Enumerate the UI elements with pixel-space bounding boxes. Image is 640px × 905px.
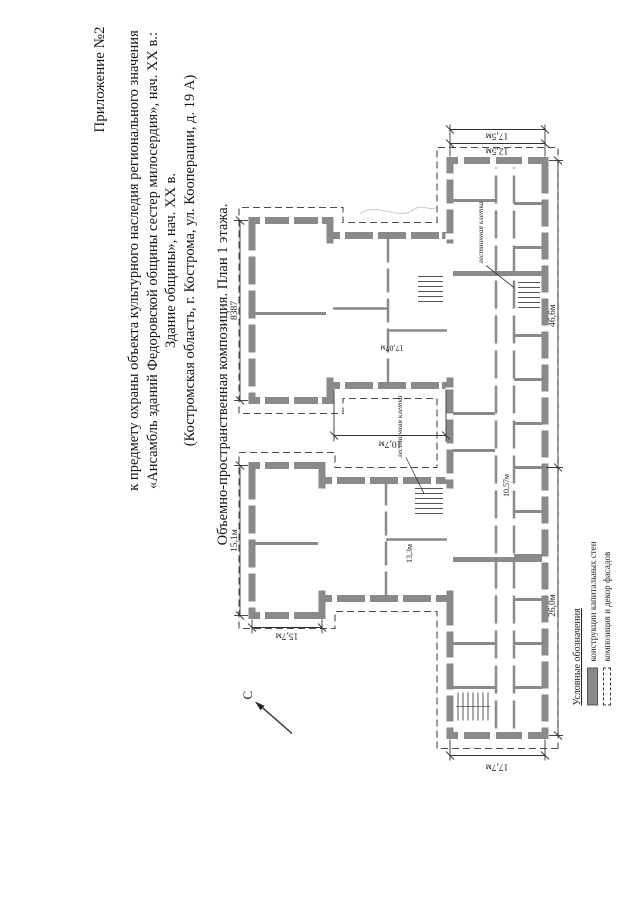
annotation-note: лестничная клетка — [476, 201, 515, 288]
annotation-note: лестничная клетка — [395, 395, 425, 494]
dimension-label-corridor: 10,57м — [502, 473, 511, 496]
north-arrow: С — [240, 690, 293, 734]
dimension-label-right-outer: 17,5м — [486, 130, 509, 140]
dimension-label-left-stem: 13,3м — [405, 543, 414, 562]
stair-symbol — [415, 487, 443, 514]
stair-symbol — [418, 275, 443, 302]
interior-partitions — [255, 167, 542, 728]
wall-junction-openings — [315, 243, 457, 590]
dimension-label-bottom-left: 26,0м — [548, 594, 558, 617]
dimension-label-between-wings: 10,7м — [379, 438, 402, 448]
svg-text:лестничная клетка: лестничная клетка — [395, 395, 404, 458]
leader-line — [485, 264, 515, 288]
legend-item-label: конструкции капитальных стен — [587, 540, 598, 661]
north-label: С — [240, 690, 255, 699]
dimension-label-right-wing-inner: 17,07м — [380, 343, 403, 352]
stair-symbol — [518, 281, 540, 308]
legend-item: конструкции капитальных стен — [587, 505, 598, 705]
dimension-label-bottom-right: 46,6м — [548, 304, 558, 327]
legend: Условные обозначения конструкции капитал… — [572, 505, 616, 705]
dimension-label-left-wing-top: 15,1м — [230, 529, 240, 552]
scan-artifact — [359, 206, 437, 214]
leader-line — [405, 456, 425, 494]
dimension-label-right-wing-top: 8387 — [230, 300, 240, 319]
svg-text:лестничная клетка: лестничная клетка — [476, 201, 485, 264]
legend-item-label: композиция и декор фасадов — [602, 551, 612, 661]
legend-title: Условные обозначения — [572, 607, 583, 705]
legend-symbol-dashed-outline — [603, 667, 611, 705]
legend-symbol-solid-wall — [587, 667, 598, 705]
dimension-label-main-left: 17,7м — [486, 761, 509, 771]
dimension-label-left-wing-side: 15,7м — [276, 630, 299, 640]
legend-item: композиция и декор фасадов — [602, 505, 612, 705]
dimension-label-right-inner: 12,5м — [486, 145, 509, 155]
